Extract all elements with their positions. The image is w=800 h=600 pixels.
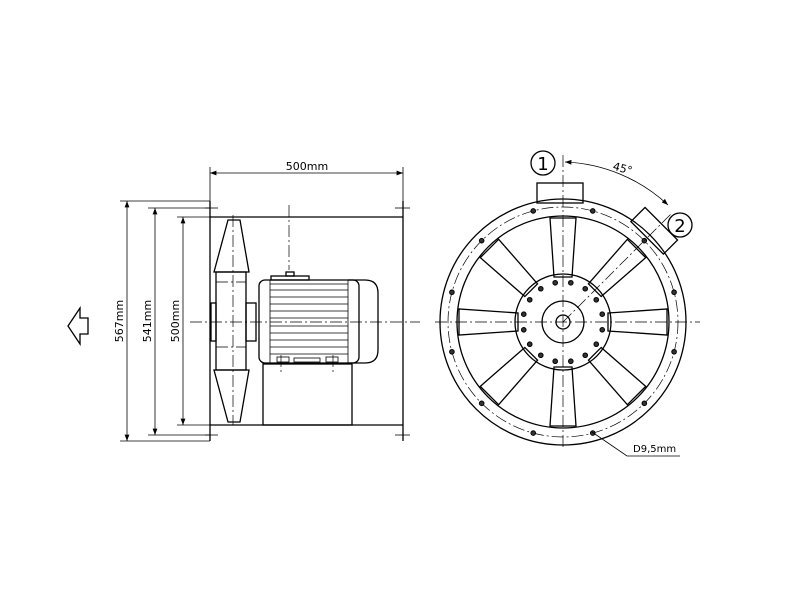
bolt-hole bbox=[568, 358, 574, 365]
bolt-hole bbox=[593, 341, 600, 348]
bolt-hole bbox=[478, 400, 485, 407]
bolt-hole bbox=[526, 296, 533, 303]
blade bbox=[479, 238, 539, 298]
bolt-hole bbox=[671, 348, 677, 355]
front-view bbox=[435, 155, 700, 457]
position-2-marker bbox=[667, 212, 693, 238]
bolt-circle-dimension: 541mm bbox=[141, 300, 154, 342]
bolt-hole bbox=[526, 341, 533, 348]
blade bbox=[587, 238, 647, 298]
length-dimension: 500mm bbox=[286, 160, 328, 173]
side-view bbox=[190, 201, 420, 441]
bolt-hole bbox=[589, 430, 596, 436]
blade bbox=[587, 346, 647, 406]
dimension-lines bbox=[120, 167, 404, 442]
bolt-hole bbox=[582, 352, 589, 359]
blade bbox=[549, 217, 577, 278]
bolt-hole bbox=[449, 348, 455, 355]
blade bbox=[607, 308, 668, 336]
position-1-label: 1 bbox=[537, 154, 548, 175]
flange-height-dimension: 567mm bbox=[113, 300, 126, 342]
bolt-hole bbox=[478, 237, 485, 244]
angle-label: 45° bbox=[611, 160, 633, 178]
bolt-hole bbox=[568, 279, 574, 286]
position-2-label: 2 bbox=[674, 216, 685, 237]
bolt-hole bbox=[552, 279, 558, 286]
casing-height-dimension: 500mm bbox=[169, 300, 182, 342]
bolt-hole bbox=[537, 352, 544, 359]
bolt-hole bbox=[530, 208, 537, 214]
blade bbox=[549, 366, 577, 427]
bolt-hole bbox=[593, 296, 600, 303]
blade bbox=[479, 346, 539, 406]
bolt-hole bbox=[599, 311, 606, 317]
left-arrow-icon bbox=[67, 305, 89, 347]
blade bbox=[458, 308, 519, 336]
bolt-hole bbox=[582, 285, 589, 292]
bolt-hole bbox=[641, 400, 648, 407]
bolt-hole bbox=[449, 289, 455, 296]
bolt-hole bbox=[520, 327, 527, 333]
bolt-hole bbox=[552, 358, 558, 365]
position-1-marker bbox=[530, 150, 556, 176]
bolt-hole bbox=[530, 430, 537, 436]
bolt-hole bbox=[537, 285, 544, 292]
bolt-hole-label: D9,5mm bbox=[633, 444, 676, 455]
bolt-hole bbox=[589, 208, 596, 214]
bolt-hole bbox=[520, 311, 527, 317]
bolt-hole bbox=[671, 289, 677, 296]
bolt-hole bbox=[599, 327, 606, 333]
